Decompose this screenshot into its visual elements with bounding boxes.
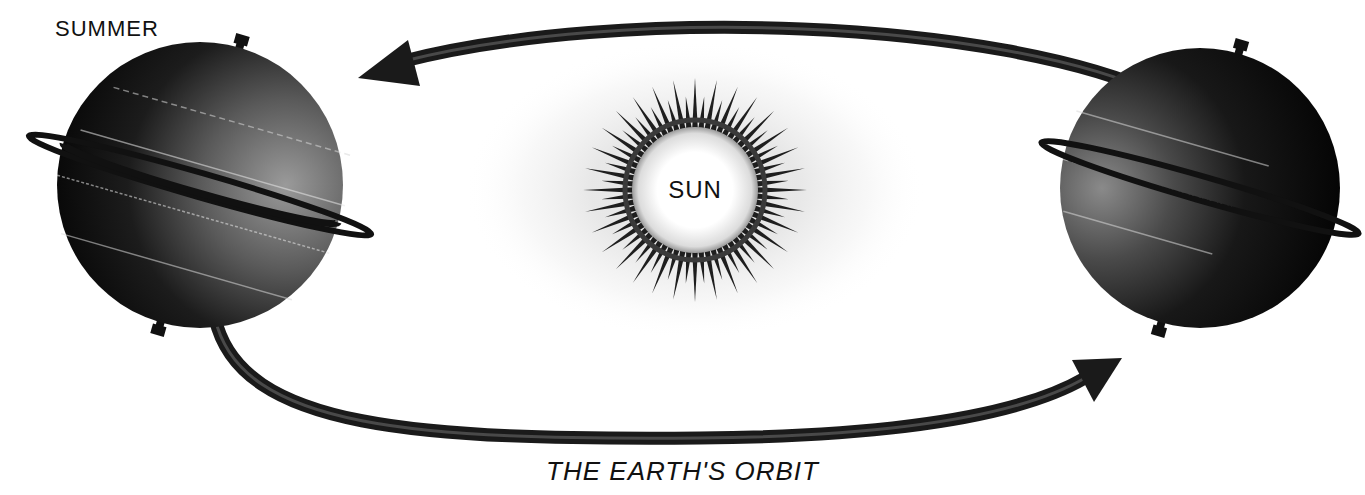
sun-ray — [616, 232, 653, 269]
sun-circle — [632, 127, 758, 253]
sun-ray — [698, 96, 704, 128]
sun-ray — [601, 181, 633, 187]
sun-ray — [616, 111, 653, 148]
orbit-arrow-bottom — [215, 318, 1122, 438]
sun-glow — [465, 40, 925, 340]
season-label: SUMMER — [55, 16, 159, 42]
earth-winter — [1038, 38, 1362, 338]
diagram-caption: THE EARTH'S ORBIT — [0, 456, 1365, 487]
earth-summer — [26, 33, 375, 337]
sun-ray — [698, 251, 704, 283]
sun-ray — [686, 96, 692, 128]
orbit-arrow-top — [358, 27, 1160, 95]
sun-ray — [686, 251, 692, 283]
sun-rays — [583, 78, 807, 302]
sun-ray — [737, 111, 774, 148]
sun-ray — [601, 193, 633, 199]
sun-text-holder: SUN — [630, 125, 760, 255]
sun-rim — [625, 120, 765, 260]
sun-ray — [756, 193, 788, 199]
sun-disk: SUN — [630, 125, 760, 255]
sun-ray — [737, 232, 774, 269]
sun-ray — [756, 181, 788, 187]
sun-label: SUN — [668, 176, 722, 204]
